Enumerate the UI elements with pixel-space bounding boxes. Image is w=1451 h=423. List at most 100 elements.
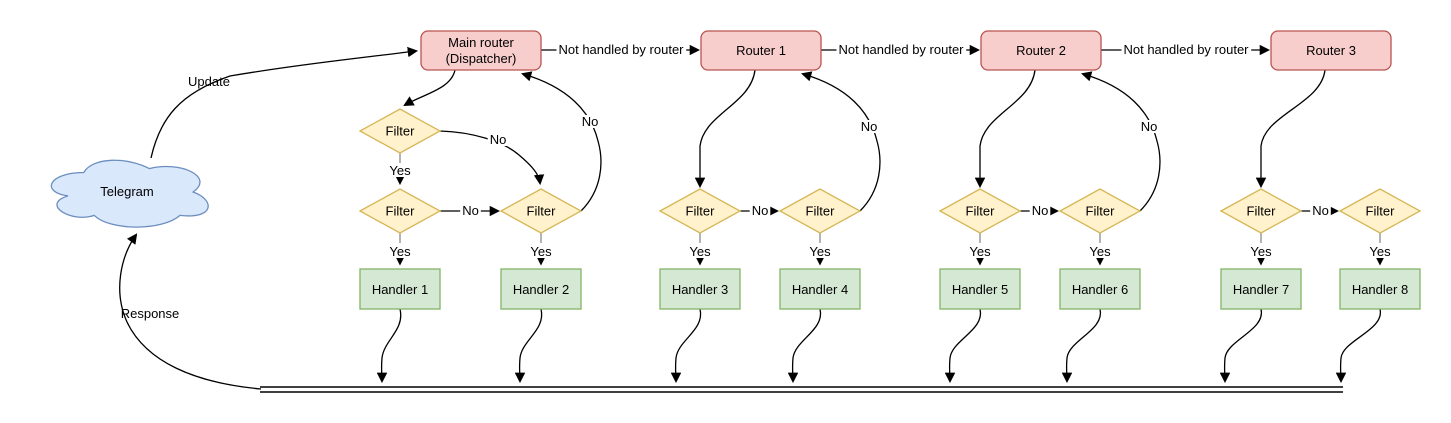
router-3-filter-2 — [1338, 188, 1422, 234]
update-edge-label: Update — [188, 74, 230, 89]
yes-label-7-bg — [1248, 245, 1275, 258]
telegram-cloud — [50, 159, 209, 228]
handler-8-node — [1339, 268, 1421, 310]
yes-label-2-bg — [528, 245, 555, 258]
yes-label-3-bg — [687, 245, 714, 258]
router-3-filter-2-label: Filter — [1366, 204, 1396, 219]
edge-handler-4-to-bus — [787, 308, 822, 384]
no-label-return-main-router: No — [582, 114, 599, 129]
labels-layer: Telegram Update Response Main router(Dis… — [100, 35, 1408, 321]
handler-1-node — [359, 268, 441, 310]
edge-handler-2-to-bus — [514, 308, 543, 384]
router-2-label: Router 2 — [1016, 43, 1066, 58]
router-3-label: Router 3 — [1306, 43, 1356, 58]
router-3-node — [1270, 30, 1392, 71]
main-router-filter-1 — [358, 188, 442, 234]
telegram-label: Telegram — [100, 184, 153, 199]
no-label-return-router-2: No — [1141, 119, 1158, 134]
handler-2-node — [500, 268, 582, 310]
main-router-node — [420, 30, 542, 71]
router-1-filter-2 — [778, 188, 862, 234]
response-edge-label: Response — [121, 306, 180, 321]
edge-update — [150, 46, 419, 159]
edge-no-return-main-router — [521, 71, 602, 212]
router-2-filter-2 — [1058, 188, 1142, 234]
yes-label-3: Yes — [689, 244, 711, 259]
edge-handler-8-to-bus — [1335, 308, 1381, 384]
edge-handler-1-to-bus — [376, 308, 402, 384]
no-label-pair-4: No — [1312, 203, 1329, 218]
router-3-filter-1 — [1219, 188, 1303, 234]
main-router-top-filter — [358, 108, 442, 154]
router-1-filter-1-label: Filter — [686, 204, 716, 219]
router-2-filter-1 — [938, 188, 1022, 234]
main-router-filter-2-label: Filter — [527, 204, 557, 219]
no-label-pair-3: No — [1032, 203, 1049, 218]
yes-label-8-bg — [1367, 245, 1394, 258]
handler-8-label: Handler 8 — [1352, 282, 1408, 297]
handler-7-node — [1220, 268, 1302, 310]
handler-4-label: Handler 4 — [792, 282, 848, 297]
router-2-filter-2-label: Filter — [1086, 204, 1116, 219]
no-label-return-main-router-bg — [579, 115, 601, 128]
not-handled-label-3: Not handled by router — [1123, 42, 1249, 57]
yes-label-5: Yes — [969, 244, 991, 259]
no-label-top-filter: No — [490, 132, 507, 147]
handler-6-node — [1059, 268, 1141, 310]
yes-label-1-bg — [387, 245, 414, 258]
edge-no-return-router-1 — [801, 71, 881, 212]
no-label-top-filter-bg — [487, 133, 509, 146]
edge-no-return-router-2 — [1081, 71, 1161, 212]
handler-2-label: Handler 2 — [513, 282, 569, 297]
edge-router-1-down — [694, 69, 756, 189]
yes-label-8: Yes — [1369, 244, 1391, 259]
yes-label-5-bg — [967, 245, 994, 258]
router-1-label: Router 1 — [736, 43, 786, 58]
router-2-filter-1-label: Filter — [966, 204, 996, 219]
no-label-return-router-1-bg — [858, 120, 880, 133]
yes-label-1: Yes — [389, 244, 411, 259]
yes-label-6-bg — [1087, 245, 1114, 258]
yes-label-7: Yes — [1250, 244, 1272, 259]
yes-label-4-bg — [807, 245, 834, 258]
router-1-filter-2-label: Filter — [806, 204, 836, 219]
no-label-pair-1-bg — [460, 204, 481, 217]
edge-handler-6-to-bus — [1061, 308, 1101, 384]
edge-handler-7-to-bus — [1219, 308, 1262, 384]
router-1-node — [700, 30, 822, 71]
handler-5-node — [939, 268, 1021, 310]
not-handled-label-2-bg — [836, 43, 967, 56]
main-router-label: Main router(Dispatcher) — [446, 35, 517, 66]
yes-label-4: Yes — [809, 244, 831, 259]
handler-6-label: Handler 6 — [1072, 282, 1128, 297]
edge-main-router-down — [403, 69, 456, 107]
router-3-filter-1-label: Filter — [1247, 204, 1277, 219]
edge-router-2-down — [974, 69, 1036, 189]
no-label-pair-1: No — [462, 203, 479, 218]
no-label-pair-2-bg — [749, 204, 771, 217]
edge-router-3-down — [1255, 69, 1326, 189]
handler-3-node — [659, 268, 741, 310]
edge-top-filter-no — [439, 130, 545, 186]
router-2-node — [980, 30, 1102, 71]
edge-handler-5-to-bus — [944, 308, 982, 384]
main-router-filter-1-label: Filter — [386, 204, 416, 219]
yes-label-6: Yes — [1089, 244, 1111, 259]
no-label-pair-4-bg — [1310, 204, 1331, 217]
yes-label-top-filter-bg — [387, 164, 414, 177]
no-label-pair-2: No — [752, 203, 769, 218]
edges-layer — [119, 44, 1386, 393]
handler-4-node — [779, 268, 861, 310]
not-handled-label-1: Not handled by router — [558, 42, 684, 57]
edge-handler-3-to-bus — [670, 308, 702, 384]
handler-5-label: Handler 5 — [952, 282, 1008, 297]
no-label-return-router-2-bg — [1138, 120, 1160, 133]
no-label-return-router-1: No — [861, 119, 878, 134]
yes-label-top-filter: Yes — [389, 163, 411, 178]
no-label-pair-3-bg — [1029, 204, 1051, 217]
yes-label-2: Yes — [530, 244, 552, 259]
handler-7-label: Handler 7 — [1233, 282, 1289, 297]
handler-1-label: Handler 1 — [372, 282, 428, 297]
